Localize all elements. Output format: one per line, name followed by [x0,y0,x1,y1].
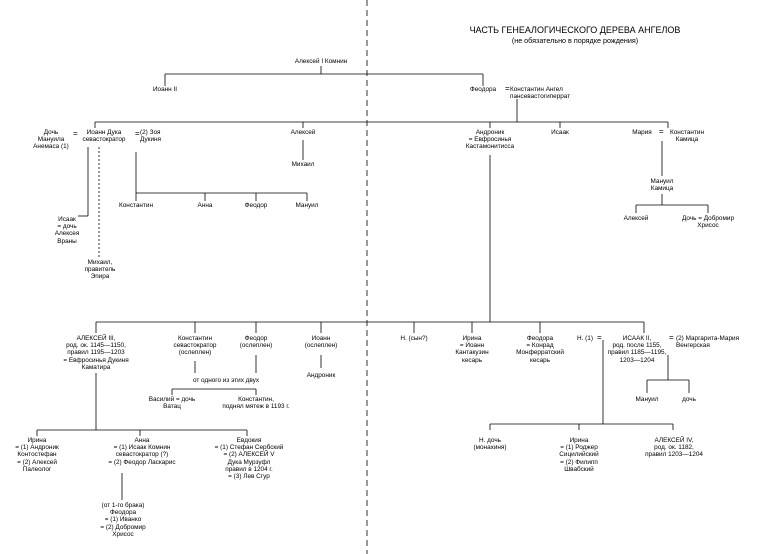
person-theodora: Феодора [469,86,497,93]
person-isaak-a: Исаак [551,129,569,136]
marriage-sign: = [505,84,510,93]
person-doch-i: дочь [682,396,696,403]
person-feodor-o: Феодор (ослеплен) [239,335,273,350]
person-maria: Мария [632,129,652,136]
person-n-doch: Н. дочь (монахиня) [473,437,507,452]
person-andronik: Андроник = Евфросинья Кастамонитисса [465,129,515,151]
marriage-sign: = [73,129,78,138]
person-konstantin-z: Константин [119,202,153,209]
person-alexios4: АЛЕКСЕЙ IV, род. ок. 1182, правил 1203—1… [645,437,703,459]
person-anna-l: Анна = (1) Исаак Комнин севастократор (?… [108,437,176,466]
person-feodora-l: (от 1-го брака) Феодора = (1) Иванко = (… [100,502,146,538]
person-doch-manuila: Дочь Мануила Анемаса (1) [33,129,69,151]
person-irina-l: Ирина = (1) Андроник Контостефан = (2) А… [15,437,59,473]
person-manuil-z: Мануил [295,202,319,209]
person-konstantin-s: Константин севастократор (ослеплен) [173,335,217,357]
person-mikhail-epir: Михаил, правитель Эпира [84,259,116,281]
chart-subtitle: (не обязательно в порядке рождения) [511,36,639,45]
person-andronik-s: Андроник [306,372,336,379]
note-one-of: от одного из этих двух [192,377,260,384]
person-manuil-kamica: Мануил Камица [650,178,674,193]
person-n1: Н. (1) [577,335,593,342]
person-manuil-i: Мануил [635,396,659,403]
person-feodora-m: Феодора = Конрад Монферратский кесарь [516,335,564,364]
person-isaak-duka: Иоанн Дука севастократор [82,129,126,144]
person-ioann2: Иоанн II [152,86,178,93]
person-vasily: Василий = дочь Ватац [148,396,196,411]
person-mikhail-a: Михаил [291,161,315,168]
person-alexios1: Алексей I Комнин [294,58,348,65]
chart-title: ЧАСТЬ ГЕНЕАЛОГИЧЕСКОГО ДЕРЕВА АНГЕЛОВ [469,25,681,35]
marriage-sign: = [135,129,140,138]
person-alexei-k: Алексей [623,215,649,222]
person-doch-dobromir: Дочь = Добромир Хрисос [682,215,734,230]
person-ioann-o: Иоанн (ослеплен) [304,335,338,350]
person-evdokia: Евдокия = (1) Стефан Сербский = (2) АЛЕК… [214,437,284,481]
person-konstantin-kamica: Константин Камица [670,129,704,144]
person-konstantin-p: Константин, поднял мятеж в 1193 г. [222,396,290,411]
person-irina-f: Ирина = (1) Роджер Сицилийский = (2) Фил… [559,437,599,473]
person-feodor-z: Феодор [244,202,268,209]
person-n-son: Н. (сын?) [400,335,428,342]
person-konstantin-angel: Константин Ангел пансевастогиперрат [510,86,571,101]
person-zoya: (2) Зоя Дукиня [140,129,162,144]
person-margarita: (2) Маргарита-Мария Венгерская [676,335,740,350]
person-anna-z: Анна [197,202,213,209]
person-alexios3: АЛЕКСЕЙ III, род. ок. 1145—1150, правил … [63,335,129,371]
person-isaac2: ИСААК II, род. после 1155, правил 1185—1… [607,335,667,364]
person-isaak-vrana: Исаак = дочь Алексея Враны [54,216,80,245]
person-irina-k: Ирина = Иоанн Кантакузин кесарь [455,335,489,364]
marriage-sign: = [597,333,602,342]
marriage-sign: = [669,333,674,342]
person-alexei-a: Алексей [290,129,316,136]
marriage-sign: = [659,127,664,136]
